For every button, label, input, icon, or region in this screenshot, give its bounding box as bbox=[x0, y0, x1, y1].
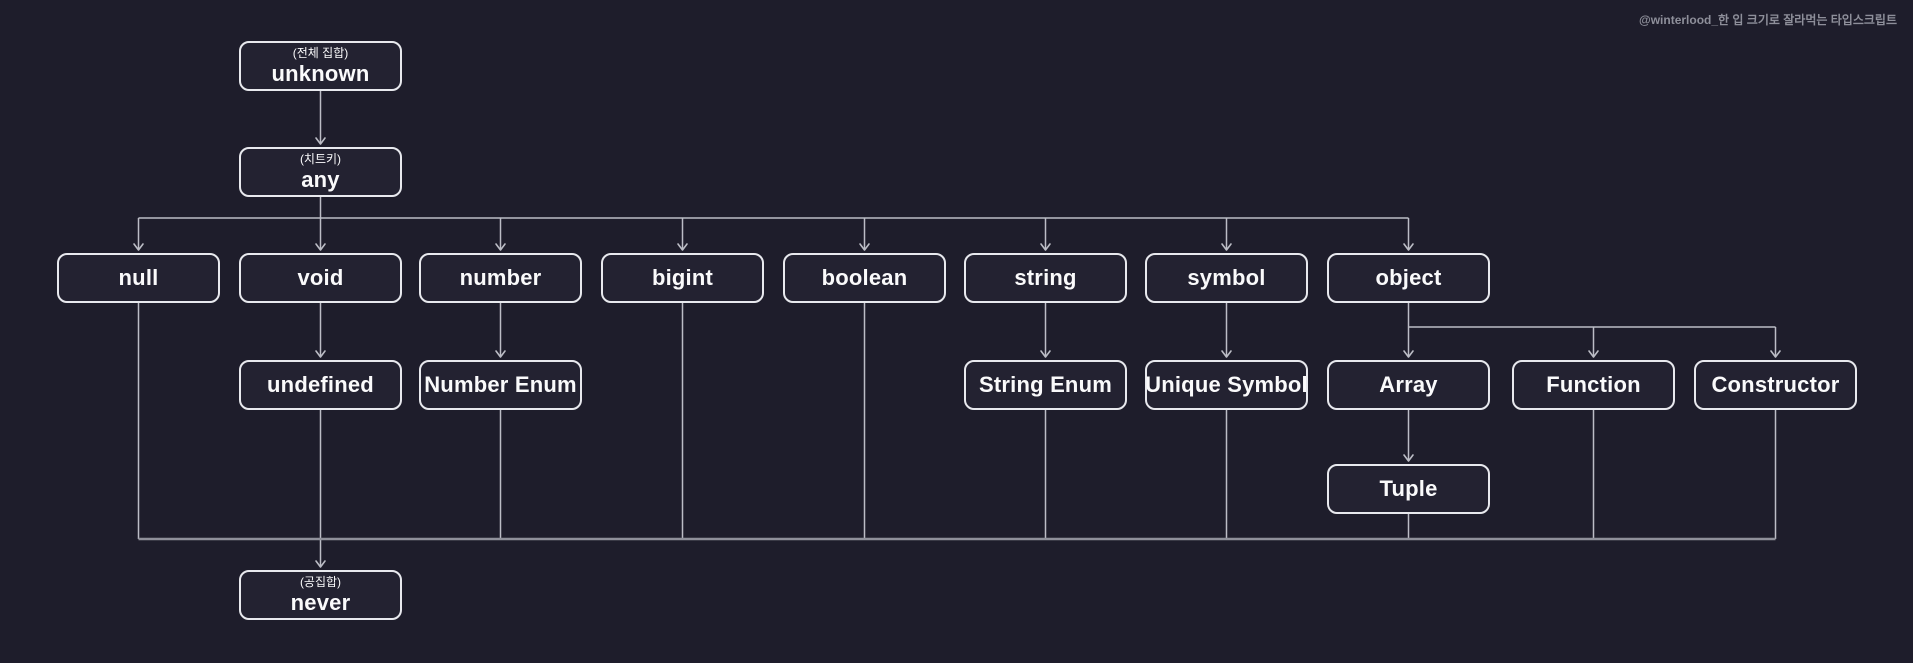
node-label: boolean bbox=[822, 267, 908, 289]
node-label: never bbox=[291, 592, 351, 614]
node-string: string bbox=[964, 253, 1127, 303]
node-label: unknown bbox=[272, 63, 370, 85]
node-number-enum: Number Enum bbox=[419, 360, 582, 410]
node-sublabel: (공집합) bbox=[300, 576, 341, 588]
node-any: (치트키) any bbox=[239, 147, 402, 197]
node-boolean: boolean bbox=[783, 253, 946, 303]
node-undefined: undefined bbox=[239, 360, 402, 410]
node-string-enum: String Enum bbox=[964, 360, 1127, 410]
node-never: (공집합) never bbox=[239, 570, 402, 620]
node-label: object bbox=[1376, 267, 1442, 289]
node-label: String Enum bbox=[979, 374, 1112, 396]
node-label: number bbox=[460, 267, 542, 289]
node-sublabel: (전체 집합) bbox=[293, 47, 349, 59]
node-bigint: bigint bbox=[601, 253, 764, 303]
node-unknown: (전체 집합) unknown bbox=[239, 41, 402, 91]
node-label: string bbox=[1014, 267, 1076, 289]
node-function: Function bbox=[1512, 360, 1675, 410]
node-label: Unique Symbol bbox=[1145, 374, 1308, 396]
node-unique-symbol: Unique Symbol bbox=[1145, 360, 1308, 410]
node-label: Number Enum bbox=[424, 374, 577, 396]
node-label: symbol bbox=[1187, 267, 1265, 289]
node-label: Constructor bbox=[1711, 374, 1839, 396]
node-label: Function bbox=[1546, 374, 1640, 396]
node-label: void bbox=[297, 267, 343, 289]
node-label: undefined bbox=[267, 374, 374, 396]
node-constructor: Constructor bbox=[1694, 360, 1857, 410]
node-tuple: Tuple bbox=[1327, 464, 1490, 514]
node-label: null bbox=[119, 267, 159, 289]
node-array: Array bbox=[1327, 360, 1490, 410]
node-label: Tuple bbox=[1379, 478, 1437, 500]
node-label: Array bbox=[1379, 374, 1437, 396]
node-null: null bbox=[57, 253, 220, 303]
node-label: bigint bbox=[652, 267, 713, 289]
node-sublabel: (치트키) bbox=[300, 153, 341, 165]
node-symbol: symbol bbox=[1145, 253, 1308, 303]
watermark-text: @winterlood_한 입 크기로 잘라먹는 타입스크립트 bbox=[1639, 11, 1897, 28]
node-label: any bbox=[301, 169, 340, 191]
node-object: object bbox=[1327, 253, 1490, 303]
node-void: void bbox=[239, 253, 402, 303]
node-number: number bbox=[419, 253, 582, 303]
